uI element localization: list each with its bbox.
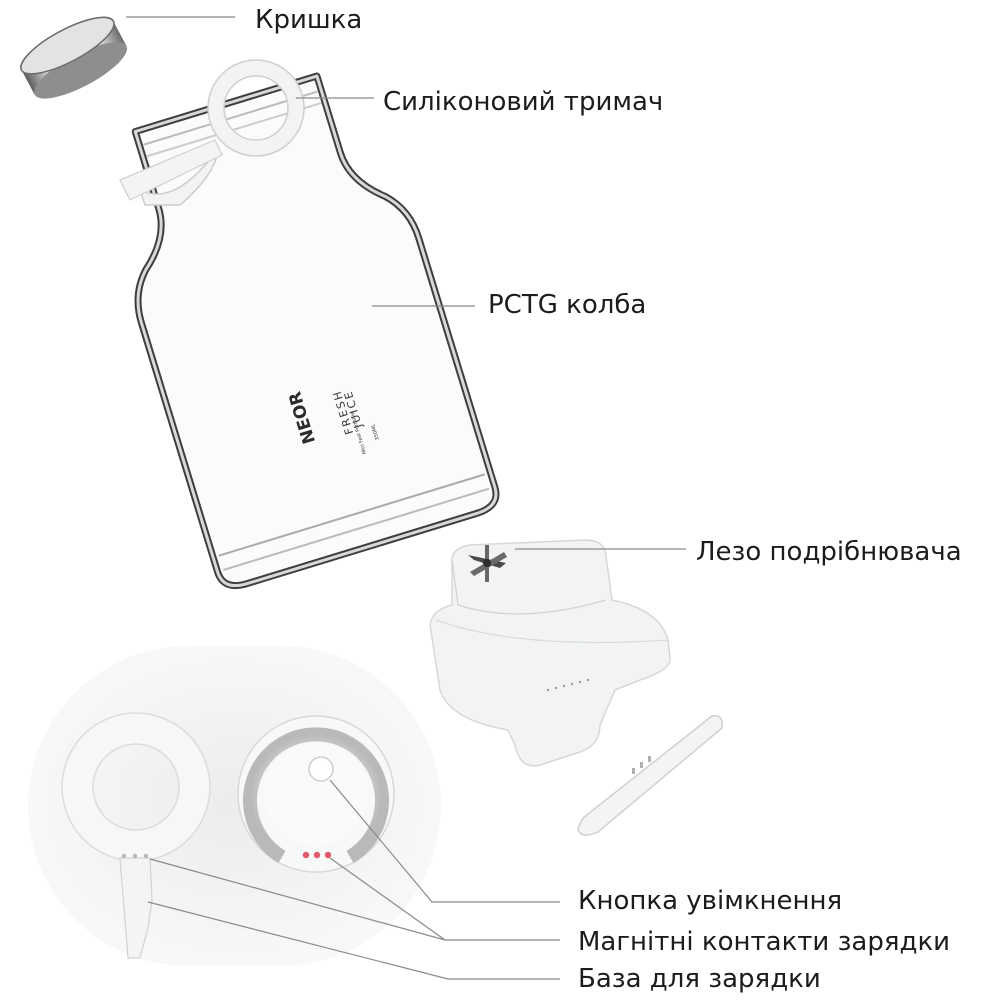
lid-part [20,16,128,99]
label-blade: Лезо подрібнювача [696,537,962,567]
callout-base [147,901,560,980]
charging-base-contacts [121,853,149,859]
label-lid: Кришка [255,5,363,35]
callout-power [329,779,560,903]
blender-bottom-view [237,715,395,873]
product-line4: 350ML [370,423,381,441]
magnetic-contacts-icon [302,851,332,859]
callout-contacts-base [149,858,446,941]
label-magnetic-contacts: Магнітні контакти зарядки [578,927,951,957]
flask-part [131,72,500,590]
label-power-button: Кнопка увімкнення [578,886,843,916]
label-charging-base: База для зарядки [578,964,821,994]
silicone-holder-part [119,59,305,206]
callout-lines [126,16,686,980]
bottom-plate-part [577,715,724,836]
label-pctg-flask: PCTG колба [488,290,647,320]
label-silicone-holder: Силіконовий тримач [383,87,664,117]
power-button-icon [308,756,334,782]
blade-base-part [429,539,671,767]
blade-icon [468,545,507,582]
charging-base-part [61,712,211,959]
